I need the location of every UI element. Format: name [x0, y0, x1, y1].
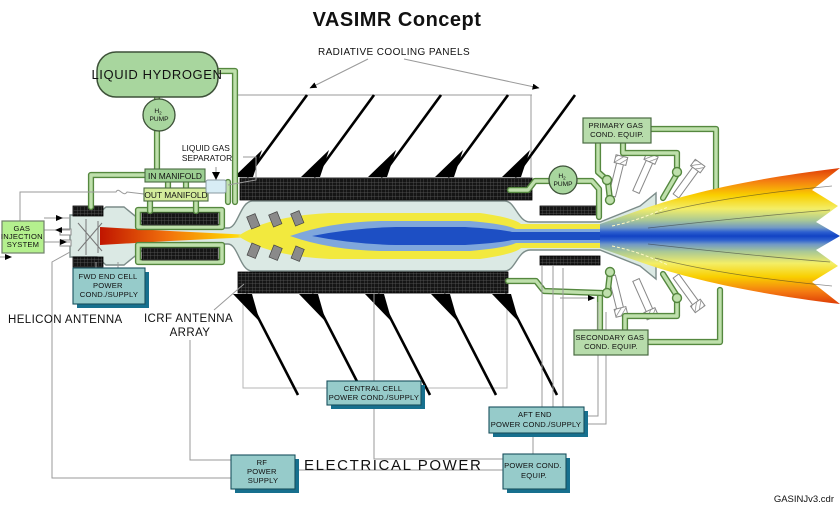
svg-text:AFT END POWER COND./SUP: AFT END POWER COND./SUPPLY: [491, 410, 581, 429]
out-manifold: OUT MANIFOLD: [143, 187, 209, 202]
liquid-gas-separator-label: LIQUID GAS SEPARATOR: [182, 143, 232, 163]
liquid-gas-separator: [205, 167, 227, 194]
primary-gas-cond-equip: PRIMARY GAS COND. EQUIP.: [582, 117, 652, 144]
file-name: GASINJv3.cdr: [774, 494, 834, 505]
page-title: VASIMR Concept: [313, 9, 482, 31]
fwd-end-cell-power: FWD END CELL POWER COND./SUPPLY: [72, 267, 149, 308]
svg-text:H2 PUMP: H2 PUMP: [149, 108, 169, 123]
svg-text:RF POWER SUPPLY: RF POWER SUPPLY: [247, 458, 279, 485]
svg-text:LIQUID HYDROGEN: LIQUID HYDROGEN: [91, 67, 222, 82]
electrical-wires: [0, 156, 607, 479]
exhaust-plume: [600, 168, 840, 304]
svg-text:SECONDARY GAS COND. EQUI: SECONDARY GAS COND. EQUIP.: [576, 333, 647, 351]
power-cond-equip: POWER COND. EQUIP.: [502, 453, 570, 493]
rf-power-supply: RF POWER SUPPLY: [230, 454, 299, 493]
svg-text:IN MANIFOLD: IN MANIFOLD: [148, 171, 202, 181]
svg-text:RADIATIVE COOLING PANELS: RADIATIVE COOLING PANELS: [318, 47, 470, 58]
nozzle-struts: [607, 151, 706, 321]
in-manifold: IN MANIFOLD: [144, 168, 206, 183]
radiative-panels-bottom: [233, 293, 559, 396]
svg-text:PRIMARY GAS COND. EQUIP.: PRIMARY GAS COND. EQUIP.: [589, 121, 646, 139]
electrical-power-label: ELECTRICAL POWER: [304, 457, 482, 474]
liquid-hydrogen-tank: LIQUID HYDROGEN: [91, 51, 222, 98]
secondary-gas-cond-equip: SECONDARY GAS COND. EQUIP.: [573, 329, 649, 356]
svg-text:CENTRAL CELL POWER COND.: CENTRAL CELL POWER COND./SUPPLY: [329, 384, 419, 402]
svg-text:FWD END CELL POWER: FWD END CELL POWER COND./SUPPLY: [79, 272, 140, 299]
svg-text:OUT MANIFOLD: OUT MANIFOLD: [144, 190, 207, 200]
gas-injection-system: GAS INJECTION SYSTEM: [1, 220, 45, 254]
aft-end-power: AFT END POWER COND./SUPPLY: [488, 406, 588, 437]
icrf-antenna-label: ICRF ANTENNA ARRAY: [144, 313, 236, 339]
h2-pump-aft: H2 PUMP: [548, 165, 578, 195]
icrf-antenna-straps: [246, 210, 305, 262]
pipe-valve-nodes: [601, 166, 683, 304]
svg-text:POWER COND. EQUIP.: POWER COND. EQUIP.: [504, 461, 564, 480]
plasma-column: [100, 213, 600, 259]
panel-fin: [234, 94, 577, 178]
svg-text:H2 PUMP: H2 PUMP: [553, 173, 573, 188]
superconducting-magnets: [72, 177, 601, 294]
radiative-cooling-label: RADIATIVE COOLING PANELS: [309, 47, 540, 90]
h2-pump-fwd: H2 PUMP: [142, 98, 176, 132]
helicon-antenna-label: HELICON ANTENNA: [8, 314, 123, 326]
radiative-panels-top: [234, 94, 577, 178]
svg-text:GAS INJECTION SYST: GAS INJECTION SYSTEM: [1, 224, 45, 249]
helicon-jacket-bottom: [136, 243, 224, 264]
central-cell-power: CENTRAL CELL POWER COND./SUPPLY: [326, 380, 425, 409]
